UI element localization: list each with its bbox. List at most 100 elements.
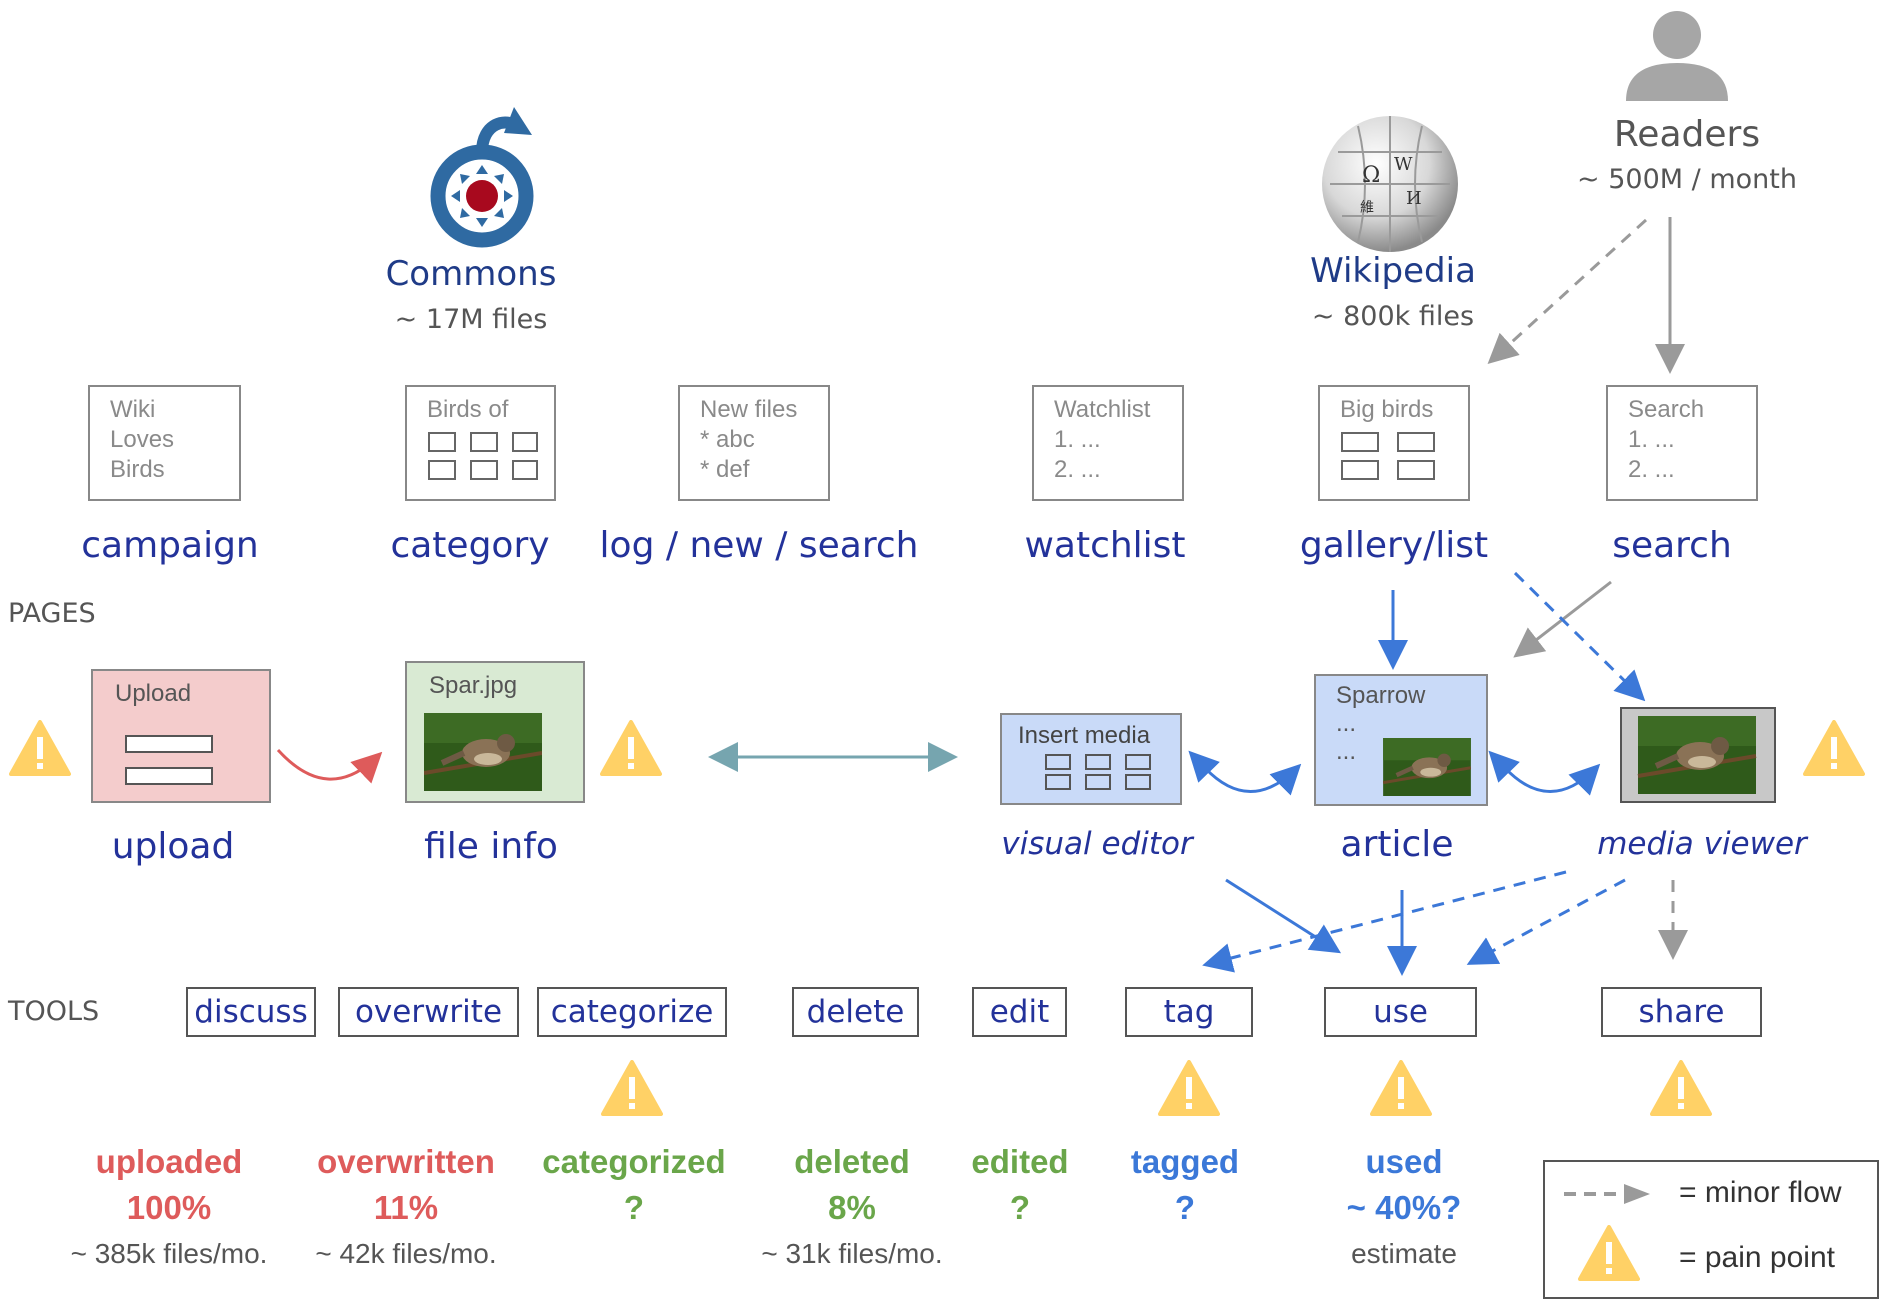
category-page-mock[interactable]: Birds of (405, 385, 556, 501)
metric-value: ~ 40%? (1346, 1189, 1462, 1226)
mock-line: * def (700, 456, 750, 483)
upload-field (125, 735, 213, 753)
media-viewer-to-tag-arrow (1202, 870, 1567, 973)
legend-pain-point: = pain point (1679, 1241, 1835, 1274)
warning-icon (9, 720, 71, 776)
metric-label: categorized (542, 1143, 726, 1180)
mock-line: * abc (700, 426, 755, 453)
metric-value: 8% (828, 1189, 876, 1226)
mock-line: 1. ... (1054, 426, 1101, 453)
metric-label: deleted (794, 1143, 910, 1180)
gallery-label: gallery/list (1299, 525, 1489, 566)
metric-label: uploaded (95, 1143, 243, 1180)
commons-subtitle: ~ 17M files (394, 304, 548, 335)
mock-line: Spar.jpg (429, 672, 518, 699)
legend-minor-flow: = minor flow (1679, 1176, 1842, 1209)
search-page-mock[interactable]: Search 1. ... 2. ... (1606, 385, 1758, 501)
search-to-article-arrow (1513, 580, 1612, 658)
upload-label: upload (111, 826, 235, 867)
warning-icon (1578, 1225, 1640, 1281)
upload-to-fileinfo-arrow (276, 748, 383, 784)
media-viewer-label: media viewer (1597, 826, 1807, 862)
mock-line: Upload (115, 680, 192, 707)
share-tool[interactable]: share (1601, 987, 1762, 1037)
category-label: category (390, 525, 550, 566)
svg-text:維: 維 (1360, 200, 1374, 216)
commons-logo-icon (430, 107, 534, 248)
metric-value: 11% (373, 1189, 439, 1226)
metric-rate: ~ 31k files/mo. (761, 1238, 943, 1269)
use-tool[interactable]: use (1324, 987, 1477, 1037)
campaign-page-mock[interactable]: Wiki Loves Birds (88, 385, 241, 501)
watchlist-page-mock[interactable]: Watchlist 1. ... 2. ... (1032, 385, 1184, 501)
mock-line: Insert media (1018, 722, 1151, 749)
grid-icon (1341, 432, 1435, 480)
warning-icon (1158, 1060, 1220, 1116)
editor-to-use-arrow (1225, 878, 1342, 954)
metric-label: edited (971, 1143, 1069, 1180)
mock-line: 2. ... (1054, 456, 1101, 483)
overwrite-tool[interactable]: overwrite (338, 987, 519, 1037)
mock-line: Birds of (427, 396, 509, 423)
gallery-to-media-viewer-arrow (1513, 571, 1646, 702)
log-page-mock[interactable]: New files * abc * def (678, 385, 830, 501)
warning-icon (600, 720, 662, 776)
warning-icon (1650, 1060, 1712, 1116)
mock-line: Search (1628, 396, 1705, 423)
upload-page-mock[interactable]: Upload (91, 669, 271, 803)
mock-line: 2. ... (1628, 456, 1675, 483)
tools-section-label: TOOLS (8, 996, 100, 1027)
metric-rate: ~ 385k files/mo. (70, 1238, 268, 1269)
grid-icon (1045, 754, 1151, 790)
visual-editor-label: visual editor (1001, 826, 1193, 862)
watchlist-label: watchlist (1024, 525, 1186, 566)
warning-icon (601, 1060, 663, 1116)
search-label: search (1612, 525, 1732, 566)
svg-text:И: И (1406, 188, 1422, 209)
person-icon (1626, 11, 1728, 101)
wikipedia-title: Wikipedia (1310, 251, 1476, 291)
categorize-tool[interactable]: categorize (537, 987, 727, 1037)
delete-tool[interactable]: delete (792, 987, 919, 1037)
metric-rate: estimate (1351, 1238, 1457, 1269)
mock-line: Big birds (1340, 396, 1434, 423)
mock-line: ... (1336, 710, 1357, 737)
gallery-page-mock[interactable]: Big birds (1318, 385, 1470, 501)
metric-value: ? (623, 1189, 645, 1226)
edit-tool[interactable]: edit (972, 987, 1067, 1037)
bird-photo-icon (424, 713, 542, 791)
article-media-viewer-arrow (1488, 750, 1601, 796)
readers-subtitle: ~ 500M / month (1577, 164, 1797, 195)
tag-tool[interactable]: tag (1125, 987, 1253, 1037)
svg-text:W: W (1394, 154, 1413, 175)
metric-value: ? (1174, 1189, 1196, 1226)
bird-photo-icon (1383, 738, 1471, 796)
svg-text:Ω: Ω (1362, 163, 1380, 188)
mock-line: Loves (110, 426, 175, 453)
editor-article-arrow (1188, 750, 1302, 796)
pages-section-label: PAGES (8, 598, 96, 629)
visual-editor-mock[interactable]: Insert media (1000, 713, 1182, 805)
upload-field (125, 767, 213, 785)
minor-flow-arrow-icon (1564, 1184, 1650, 1204)
article-label: article (1340, 824, 1454, 865)
fileinfo-label: file info (424, 826, 558, 867)
discuss-tool[interactable]: discuss (186, 987, 316, 1037)
campaign-label: campaign (81, 525, 259, 566)
mock-line: ... (1336, 738, 1357, 765)
mock-line: New files (700, 396, 798, 423)
metric-label: overwritten (317, 1143, 495, 1180)
wikipedia-subtitle: ~ 800k files (1311, 301, 1475, 332)
warning-icon (1370, 1060, 1432, 1116)
metric-label: used (1365, 1143, 1443, 1180)
media-viewer-to-use-arrow (1466, 878, 1626, 965)
metric-value: 100% (126, 1189, 212, 1226)
wikipedia-globe-icon: Ω W И 維 (1322, 116, 1458, 252)
mock-line: Sparrow (1336, 682, 1426, 709)
readers-to-gallery-arrow (1487, 218, 1648, 365)
warning-icon (1803, 720, 1865, 776)
mock-line: Birds (110, 456, 165, 483)
metric-label: tagged (1130, 1143, 1240, 1180)
readers-title: Readers (1613, 114, 1761, 155)
